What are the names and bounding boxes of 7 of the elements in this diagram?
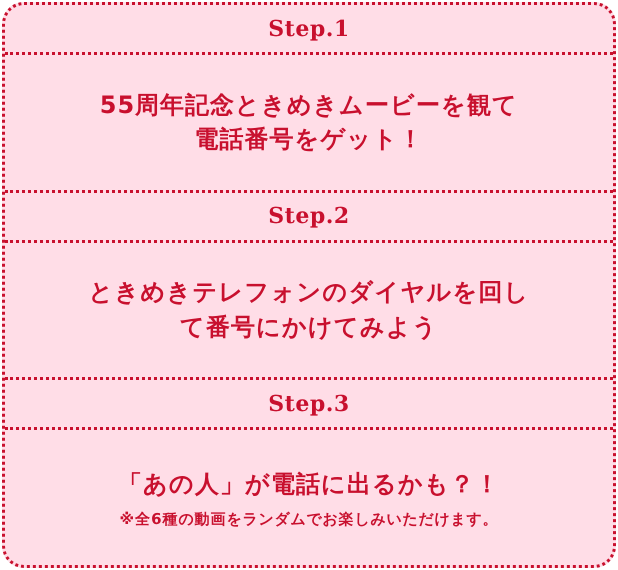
step-heading: Step.2: [268, 203, 350, 230]
step-heading: Step.1: [268, 16, 350, 42]
step-description: 「あの人」が電話に出るかも？！: [118, 468, 500, 500]
step-description: ときめきテレフォンのダイヤルを回して番号にかけてみよう: [88, 277, 530, 343]
step-description: 55周年記念ときめきムービーを観て電話番号をゲット！: [99, 90, 519, 156]
footnote: ※全6種の動画をランダムでお楽しみいただけます。: [119, 510, 499, 529]
step-heading: Step.3: [268, 390, 350, 417]
